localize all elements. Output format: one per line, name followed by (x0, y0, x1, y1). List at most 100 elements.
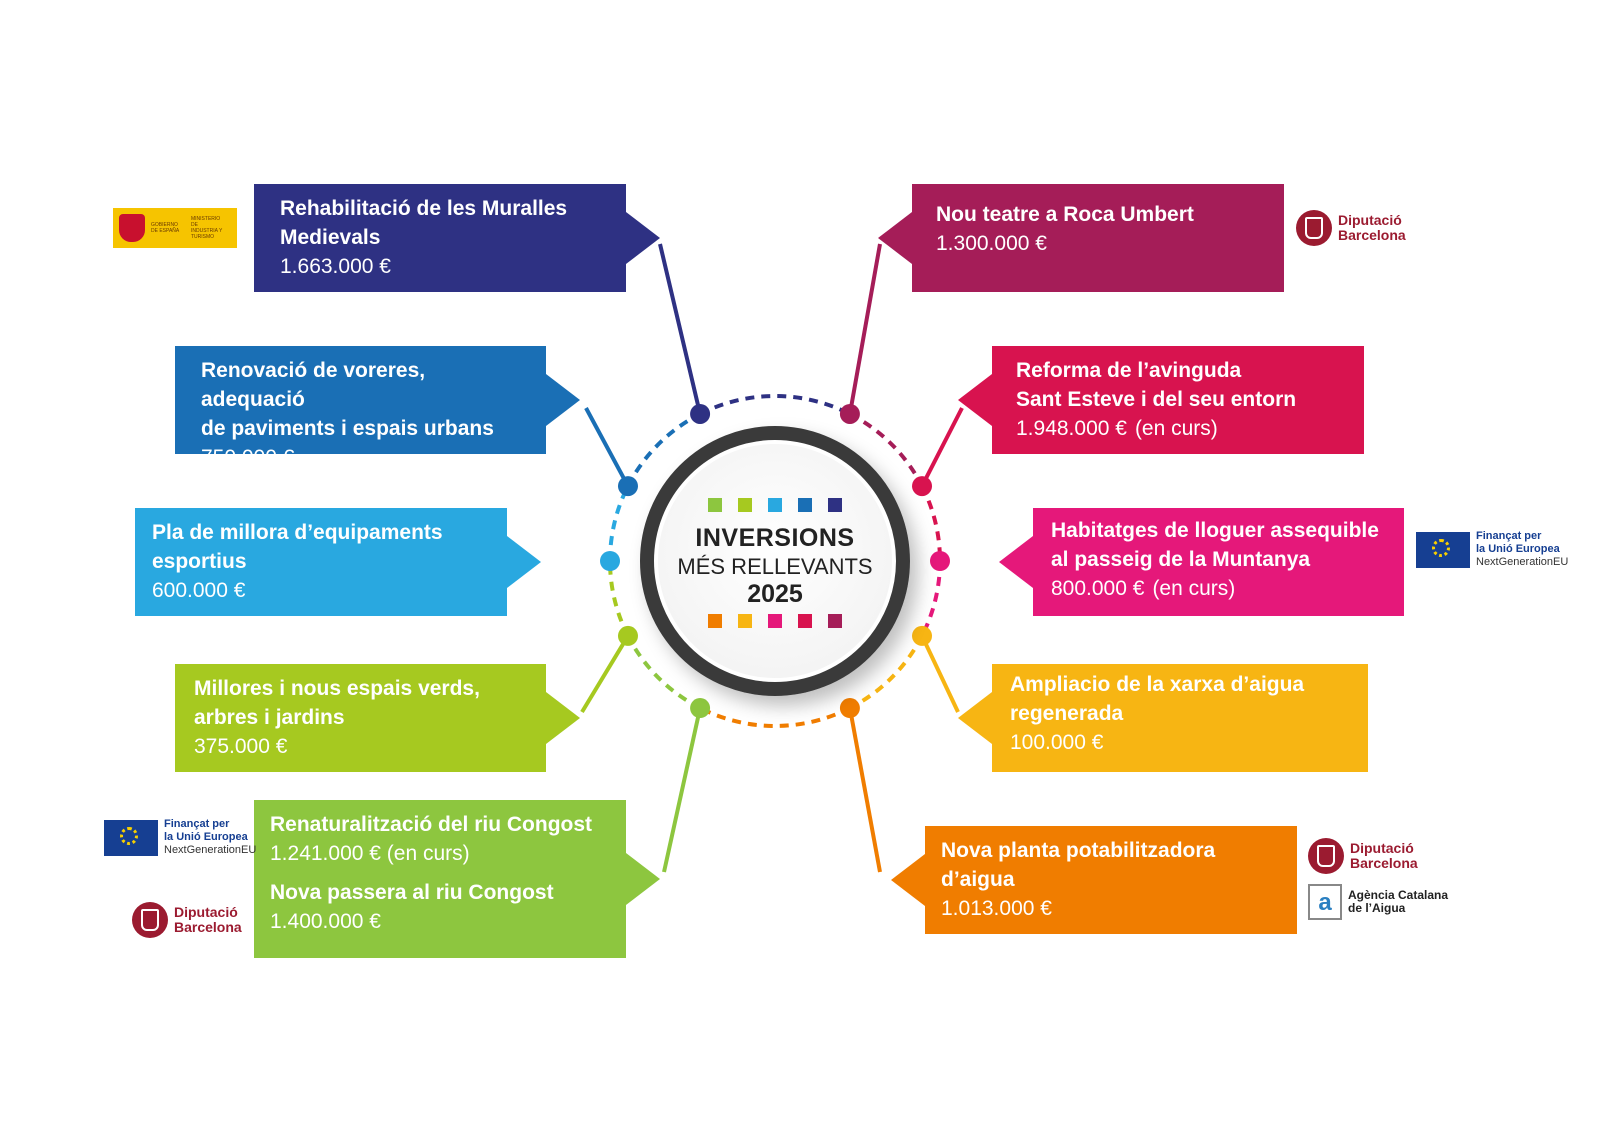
project-title: Pla de millora d’equipaments esportius (152, 521, 443, 573)
project-amount: 1.241.000 € (en curs) (270, 842, 470, 865)
color-square (768, 498, 782, 512)
eu-flag-icon (1416, 531, 1470, 568)
project-potabilitzadora: Nova planta potabilitzadora d’aigua 1.01… (925, 826, 1297, 934)
leader-line (662, 707, 703, 873)
leader-line (847, 243, 882, 415)
project-avinguda: Reforma de l’avinguda Sant Esteve i del … (992, 346, 1364, 454)
center-title: INVERSIONS (695, 524, 855, 552)
gobierno-espana-logo: GOBIERNO DE ESPAÑA MINISTERIO DE INDUSTR… (113, 208, 237, 248)
diputacio-seal-icon (1296, 210, 1332, 246)
connector-dot (930, 551, 950, 571)
logo-text: Diputació (174, 904, 238, 920)
project-amount-2: 1.400.000 € (270, 910, 381, 933)
logo-text: NextGenerationEU (164, 844, 257, 856)
gobierno-text: GOBIERNO DE ESPAÑA (151, 222, 180, 234)
leader-line (580, 634, 630, 714)
logo-text: NextGenerationEU (1476, 556, 1569, 568)
project-congost: Renaturalització del riu Congost 1.241.0… (254, 800, 626, 958)
project-title: Renaturalització del riu Congost (270, 813, 593, 836)
eu-flag-icon (104, 819, 158, 856)
ring-segment (608, 560, 630, 637)
logo-text: la Unió Europea (1476, 543, 1560, 555)
top-color-squares (654, 498, 896, 512)
project-teatre: Nou teatre a Roca Umbert 1.300.000 € (912, 184, 1284, 292)
project-amount: 375.000 € (194, 735, 288, 758)
leader-line (920, 407, 964, 488)
color-square (798, 498, 812, 512)
project-title: Renovació de voreres, adequació de pavim… (201, 359, 494, 440)
logo-text: Barcelona (174, 919, 242, 935)
logo-text: Finançat per (1476, 530, 1542, 542)
ring-segment (920, 560, 942, 637)
ministerio-text: MINISTERIO DE INDUSTRIA Y TURISMO (191, 216, 223, 240)
logo-text: Barcelona (1338, 227, 1406, 243)
project-muralles: Rehabilitació de les Muralles Medievals … (254, 184, 626, 292)
ring-segment (699, 706, 851, 728)
ring-segment (848, 634, 924, 710)
center-year: 2025 (747, 580, 803, 608)
project-title: Rehabilitació de les Muralles Medievals (280, 197, 568, 249)
diputacio-seal-icon (1308, 838, 1344, 874)
project-aigua: Ampliacio de la xarxa d’aigua regenerada… (992, 664, 1368, 772)
project-verds: Millores i nous espais verds, arbres i j… (175, 664, 546, 772)
center-badge: INVERSIONS MÉS RELLEVANTS 2025 (640, 426, 910, 696)
color-square (768, 614, 782, 628)
logo-text: Agència Catalana (1348, 888, 1449, 902)
project-habitatges: Habitatges de lloguer assequible al pass… (1033, 508, 1404, 616)
color-square (738, 614, 752, 628)
logo-text: Diputació (1338, 212, 1402, 228)
color-square (798, 614, 812, 628)
project-amount: 750.000 € (201, 446, 295, 469)
project-status: (en curs) (1134, 417, 1218, 440)
project-amount: 100.000 € (1010, 731, 1104, 754)
logo-text: Finançat per (164, 818, 230, 830)
project-title-2: Nova passera al riu Congost (270, 881, 554, 904)
logo-text: Diputació (1350, 840, 1414, 856)
connector-dot (617, 476, 638, 497)
project-title: Nou teatre a Roca Umbert (936, 203, 1194, 226)
leader-line (658, 243, 703, 415)
color-square (828, 498, 842, 512)
color-square (708, 498, 722, 512)
leader-line (847, 707, 882, 873)
ring-segment (920, 485, 942, 562)
connector-dot (839, 698, 860, 719)
ring-segment (848, 412, 924, 488)
ring-segment (626, 634, 702, 710)
project-amount: 1.300.000 € (936, 232, 1047, 255)
project-title: Millores i nous espais verds, arbres i j… (194, 677, 480, 729)
project-amount: 1.663.000 € (280, 255, 391, 278)
ring-segment (699, 394, 851, 416)
project-voreres: Renovació de voreres, adequació de pavim… (175, 346, 546, 469)
ring-segment (608, 485, 630, 562)
project-status: (en curs) (1152, 577, 1236, 600)
connector-dot (617, 625, 638, 646)
ring-segment (626, 412, 702, 488)
diputacio-seal-icon (132, 902, 168, 938)
spain-crest-icon (119, 214, 145, 242)
center-subtitle: MÉS RELLEVANTS (677, 554, 873, 579)
logo-text: Barcelona (1350, 855, 1418, 871)
project-title: Ampliacio de la xarxa d’aigua regenerada (1010, 673, 1305, 725)
connector-dot (912, 625, 933, 646)
project-title: Reforma de l’avinguda Sant Esteve i del … (1016, 359, 1297, 411)
logo-text: de l’Aigua (1348, 901, 1406, 915)
color-square (738, 498, 752, 512)
connector-dot (839, 403, 860, 424)
bottom-color-squares (654, 614, 896, 628)
connector-dot (690, 698, 711, 719)
color-square (828, 614, 842, 628)
aca-mark-icon: a (1308, 884, 1342, 920)
project-amount: 1.013.000 € (941, 897, 1052, 920)
leader-line (584, 407, 630, 488)
color-square (708, 614, 722, 628)
project-title: Habitatges de lloguer assequible al pass… (1051, 519, 1379, 571)
connector-dot (600, 551, 620, 571)
project-amount: 600.000 € (152, 579, 246, 602)
